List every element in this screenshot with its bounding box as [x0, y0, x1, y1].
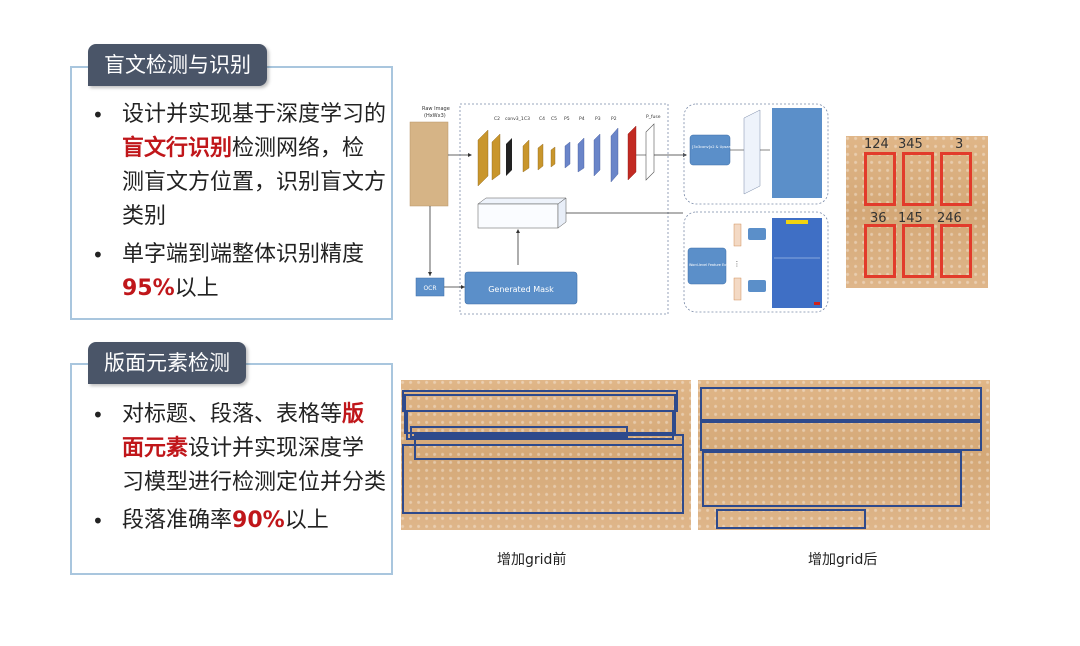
layer-label-conv3-1: conv3_1	[505, 116, 524, 122]
ocr-label: OCR	[423, 285, 436, 292]
before-detection-box-4	[410, 426, 628, 438]
layer-labels: C2 conv3_1 C3 C4 C5 P5 P4 P3 P2 P_fuse	[494, 114, 661, 122]
upsample-label: [3x3conv]x2 & Upsample & 1x1conv	[692, 145, 759, 149]
text-region-output	[772, 108, 822, 198]
braille-recognition-image	[846, 136, 988, 288]
layout-before-image	[401, 380, 691, 530]
layer-label-p4: P4	[579, 116, 585, 122]
layout-bullets: 对标题、段落、表格等版面元素设计并实现深度学习模型进行检测定位并分类 段落准确率…	[86, 398, 386, 542]
layer-label-c2: C2	[494, 116, 500, 122]
braille-label-1: 124	[864, 137, 889, 152]
after-detection-box-1	[700, 387, 982, 421]
braille-cell-box-6	[940, 224, 972, 278]
braille-cell-box-4	[864, 224, 896, 278]
braille-label-2: 345	[898, 137, 923, 152]
upsample-box	[689, 134, 731, 166]
braille-label-5: 145	[898, 211, 923, 226]
braille-label-6: 246	[937, 211, 962, 226]
after-detection-box-4	[716, 509, 866, 529]
raw-image-label: Raw Image	[422, 106, 450, 112]
word-level-box	[687, 247, 727, 285]
generated-mask-label: Generated Mask	[488, 285, 554, 294]
mask-block	[477, 197, 567, 229]
braille-label-4: 36	[870, 211, 887, 226]
bullet-layout-elements: 对标题、段落、表格等版面元素设计并实现深度学习模型进行检测定位并分类	[86, 398, 386, 500]
braille-cell-box-5	[902, 224, 934, 278]
layer-label-c4: C4	[539, 116, 545, 122]
layer-stack	[477, 123, 655, 187]
layer-label-c3: C3	[524, 116, 530, 122]
svg-text:⋮: ⋮	[734, 260, 741, 268]
generated-mask-box	[464, 271, 578, 305]
braille-cell-box-1	[864, 152, 896, 206]
backbone-frame	[459, 103, 669, 315]
word-level-frame	[683, 211, 829, 313]
network-architecture-diagram: Raw Image (HxWx3) C2 conv3_1 C3 C4 C5 P5…	[409, 103, 829, 315]
braille-cell-box-2	[902, 152, 934, 206]
caption-before: 增加grid前	[497, 552, 567, 568]
word-level-label: Word-level Feature Extraction (ROIAlign)	[689, 263, 758, 267]
section-title-layout-detection: 版面元素检测	[88, 342, 246, 384]
layer-label-p3: P3	[595, 116, 601, 122]
p-fuse-label: P_fuse	[646, 114, 661, 120]
bullet-braille-network: 设计并实现基于深度学习的盲文行识别检测网络，检测盲文方位置，识别盲文方类别	[86, 98, 386, 234]
upsample-frame	[683, 103, 829, 205]
after-detection-box-2	[700, 421, 982, 451]
braille-bullets: 设计并实现基于深度学习的盲文行识别检测网络，检测盲文方位置，识别盲文方类别 单字…	[86, 98, 386, 310]
lstm-box-2	[748, 280, 766, 292]
section-title-braille-detection: 盲文检测与识别	[88, 44, 267, 86]
raw-image-dims: (HxWx3)	[424, 113, 446, 119]
layer-label-p2: P2	[611, 116, 617, 122]
recognition-output	[772, 218, 822, 308]
before-detection-box-3	[406, 410, 674, 440]
layer-label-c5: C5	[551, 116, 557, 122]
before-detection-box-2	[404, 394, 676, 434]
lstm-box-1	[748, 228, 766, 240]
raw-image-thumbnail	[409, 121, 449, 207]
caption-after: 增加grid后	[808, 552, 878, 568]
before-detection-box-6	[402, 444, 684, 514]
braille-cell-box-3	[940, 152, 972, 206]
braille-label-3: 3	[955, 137, 964, 152]
bullet-braille-accuracy: 单字端到端整体识别精度95%以上	[86, 238, 386, 306]
layer-label-p5: P5	[564, 116, 570, 122]
after-detection-box-3	[702, 451, 962, 507]
bullet-layout-accuracy: 段落准确率90%以上	[86, 504, 386, 538]
